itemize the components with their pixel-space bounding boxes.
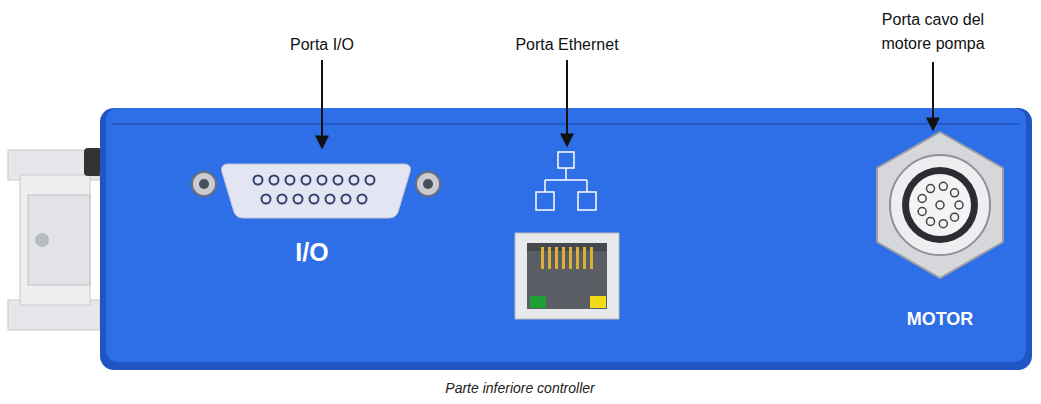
motor-connector [877, 132, 1003, 278]
ethernet-jack [515, 233, 619, 319]
port-label: Porta cavo del motore pompa [869, 8, 997, 56]
dsub-connector [192, 164, 440, 218]
leader-arrows [322, 60, 933, 148]
mounting-bracket [8, 148, 102, 330]
network-icon [536, 152, 596, 210]
panel-marking: I/O [267, 237, 357, 267]
port-label: Porta I/O [242, 33, 402, 57]
port-label: Porta Ethernet [482, 33, 652, 57]
controller-panel [100, 108, 1032, 370]
panel-marking: MOTOR [885, 306, 995, 333]
caption: Parte inferiore controller [320, 378, 720, 399]
